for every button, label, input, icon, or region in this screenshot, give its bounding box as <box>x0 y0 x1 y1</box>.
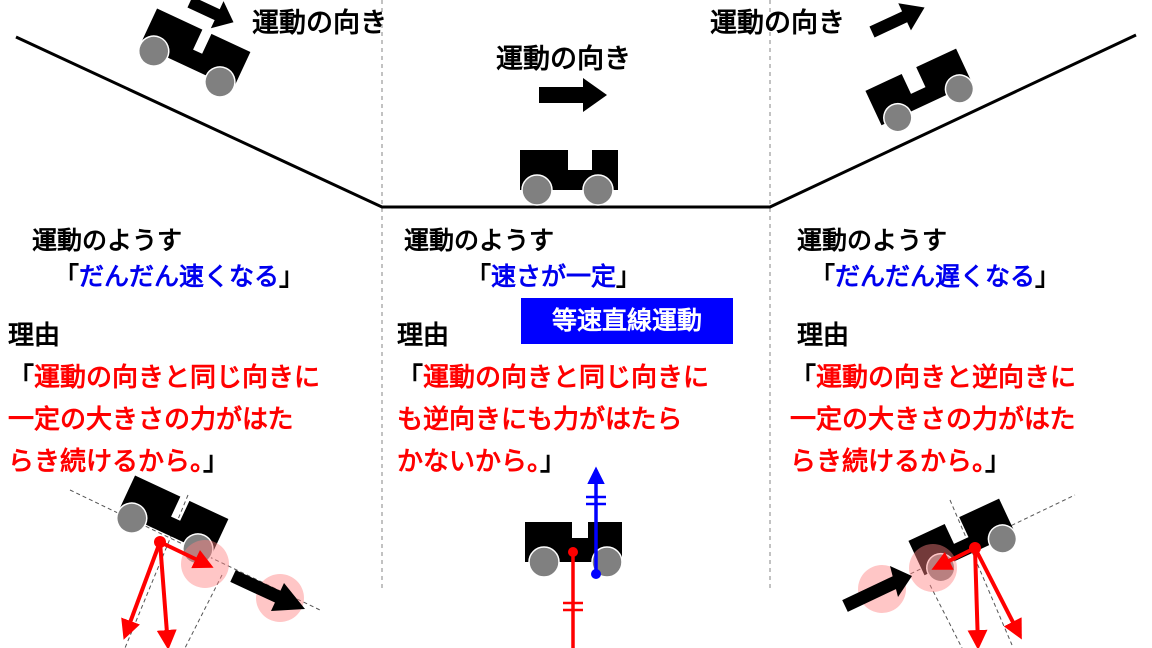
reason-line: らき続けるから。 <box>790 447 986 477</box>
reason-line: 運動の向きと逆向きに <box>816 363 1077 393</box>
reason-line: も逆向きにも力がはたら <box>397 405 683 435</box>
state-left: 「だんだん速くなる」 <box>54 264 304 289</box>
force-diagram-left <box>69 475 321 648</box>
bracket-close: 」 <box>279 262 305 291</box>
state-value-right: だんだん遅くなる <box>835 262 1036 291</box>
wheel <box>883 102 913 133</box>
state-value-center: 速さが一定 <box>491 262 617 291</box>
bracket-close: 」 <box>616 262 642 291</box>
state-title-left: 運動のようす <box>32 226 183 255</box>
reason-title-center: 理由 <box>397 321 450 351</box>
reason-title-left: 理由 <box>8 321 61 351</box>
reason-center: 「運動の向きと同じ向きに も逆向きにも力がはたら かないから。」 <box>397 357 709 483</box>
reason-right: 「運動の向きと逆向きに 一定の大きさの力がはた らき続けるから。」 <box>790 357 1076 483</box>
bracket-close: 」 <box>1035 262 1061 291</box>
wheel <box>582 174 614 206</box>
motion-label-right: 運動の向き <box>710 8 845 39</box>
reason-line: らき続けるから。 <box>8 447 204 477</box>
car-uphill <box>865 48 975 133</box>
uniform-motion-badge: 等速直線運動 <box>521 298 733 344</box>
bracket-open: 「 <box>397 363 424 393</box>
bracket-close: 」 <box>985 447 1012 477</box>
state-value-left: だんだん速くなる <box>79 262 280 291</box>
bracket-close: 」 <box>203 447 230 477</box>
motion-arrow-left <box>187 0 234 29</box>
reason-line: 運動の向きと同じ向きに <box>34 363 321 393</box>
wheel <box>137 35 170 67</box>
state-title-center: 運動のようす <box>404 226 555 255</box>
state-center: 「速さが一定」 <box>466 264 641 289</box>
track <box>15 33 1137 209</box>
state-title-right: 運動のようす <box>797 226 948 255</box>
bracket-open: 「 <box>466 262 492 291</box>
wheel <box>204 66 236 98</box>
car-downhill <box>137 8 251 98</box>
reason-line: かないから。 <box>397 447 541 477</box>
motion-label-left: 運動の向き <box>252 8 387 39</box>
bracket-open: 「 <box>790 363 817 393</box>
bracket-close: 」 <box>540 447 567 477</box>
motion-label-center: 運動の向き <box>496 44 631 75</box>
state-right: 「だんだん遅くなる」 <box>810 264 1060 289</box>
bracket-open: 「 <box>8 363 35 393</box>
reason-line: 一定の大きさの力がはた <box>790 405 1076 435</box>
wheel <box>521 174 553 206</box>
force-diagram-center <box>525 466 623 648</box>
bracket-open: 「 <box>54 262 80 291</box>
reason-title-right: 理由 <box>797 321 850 351</box>
force-diagram-right <box>842 494 1076 648</box>
car-flat <box>520 150 618 206</box>
motion-arrow-center <box>539 78 607 112</box>
bracket-open: 「 <box>810 262 836 291</box>
wheel <box>944 74 975 104</box>
reason-line: 一定の大きさの力がはた <box>8 405 294 435</box>
reason-line: 運動の向きと同じ向きに <box>423 363 710 393</box>
reason-left: 「運動の向きと同じ向きに 一定の大きさの力がはた らき続けるから。」 <box>8 357 320 483</box>
motion-arrow-right <box>869 3 925 38</box>
